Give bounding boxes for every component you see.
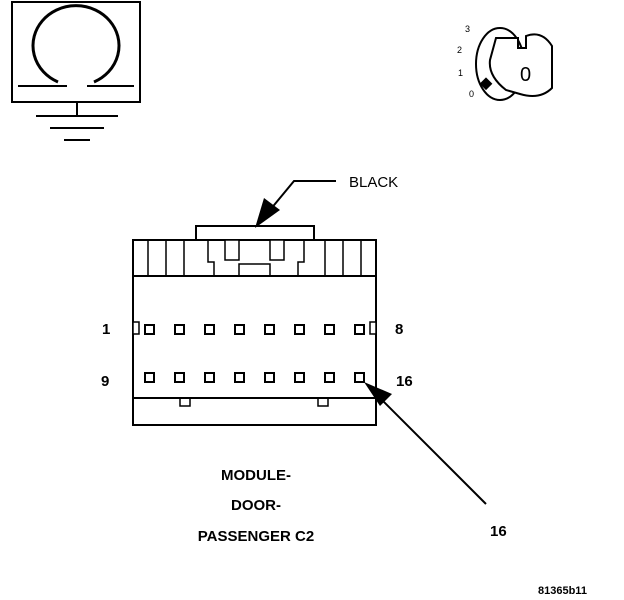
pin-cavity-16 bbox=[354, 372, 365, 383]
key-position-2: 2 bbox=[457, 45, 462, 55]
title-line-1: MODULE- bbox=[221, 467, 291, 484]
pin-cavity-3 bbox=[204, 324, 215, 335]
color-callout: BLACK bbox=[255, 174, 398, 228]
ignition-key-icon: 3 2 1 0 0 bbox=[457, 24, 553, 101]
pin-cavity-9 bbox=[144, 372, 155, 383]
pin-cavity-1 bbox=[144, 324, 155, 335]
pin-cavity-12 bbox=[234, 372, 245, 383]
pin-cavity-15 bbox=[324, 372, 335, 383]
callout-label: 16 bbox=[490, 523, 507, 540]
color-label: BLACK bbox=[349, 174, 398, 191]
figure-reference: 81365b11 bbox=[538, 585, 587, 597]
ground-icon bbox=[11, 1, 141, 141]
key-zero-label: 0 bbox=[520, 64, 531, 86]
pin-label-1: 1 bbox=[102, 321, 110, 338]
pin-cavity-7 bbox=[324, 324, 335, 335]
connector-body bbox=[132, 225, 377, 426]
pin-16-callout: 16 bbox=[364, 382, 507, 540]
title-line-2: DOOR- bbox=[231, 497, 281, 514]
pin-cavity-2 bbox=[174, 324, 185, 335]
title-line-3: PASSENGER C2 bbox=[198, 528, 314, 545]
key-position-3: 3 bbox=[465, 24, 470, 34]
pin-cavity-8 bbox=[354, 324, 365, 335]
key-position-0: 0 bbox=[469, 89, 474, 99]
pin-cavity-10 bbox=[174, 372, 185, 383]
pin-label-9: 9 bbox=[101, 373, 109, 390]
pin-cavities bbox=[144, 324, 365, 383]
pin-label-8: 8 bbox=[395, 321, 403, 338]
pin-cavity-11 bbox=[204, 372, 215, 383]
pin-cavity-13 bbox=[264, 372, 275, 383]
pin-cavity-14 bbox=[294, 372, 305, 383]
pin-cavity-6 bbox=[294, 324, 305, 335]
pin-cavity-4 bbox=[234, 324, 245, 335]
pin-cavity-5 bbox=[264, 324, 275, 335]
pin-label-16: 16 bbox=[396, 373, 413, 390]
key-position-1: 1 bbox=[458, 68, 463, 78]
